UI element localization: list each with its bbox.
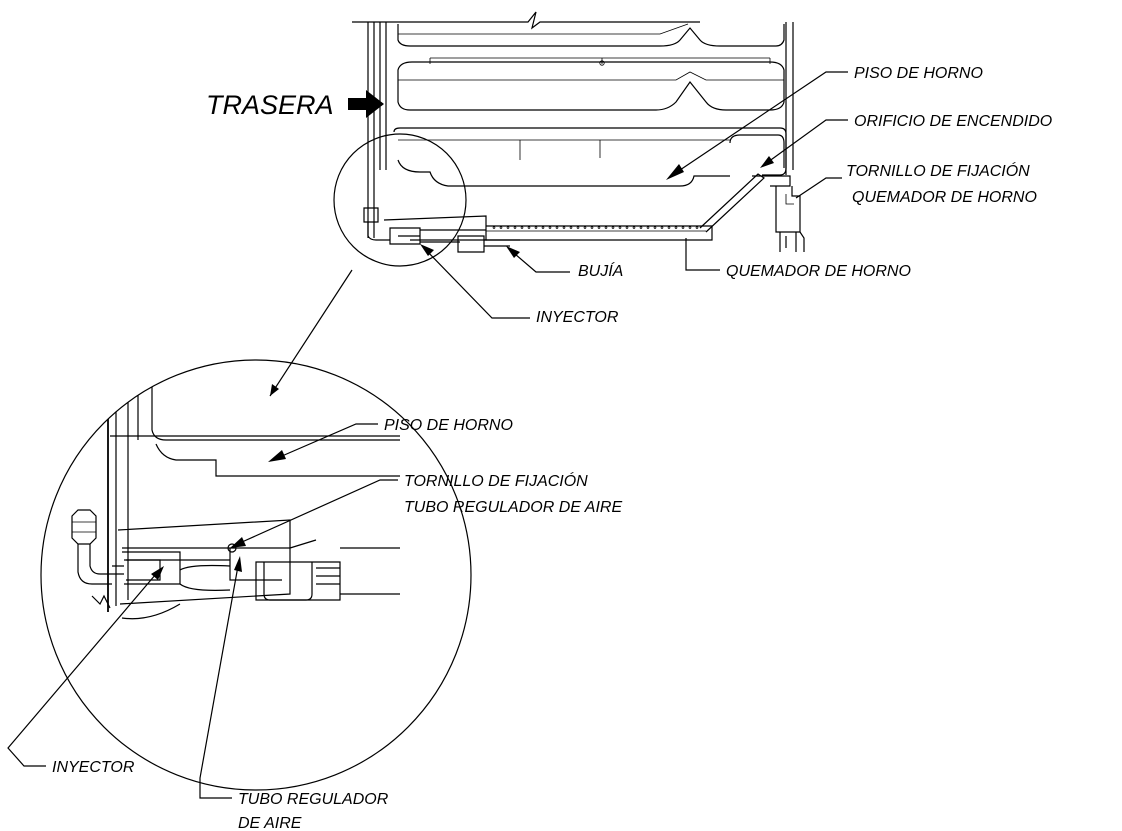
oven-cavity-top-view [352, 11, 805, 253]
top-view-callouts: PISO DE HORNO ORIFICIO DE ENCENDIDO TORN… [420, 65, 1052, 326]
detail-callout-circle [333, 133, 467, 267]
tornillo-tubo-label-line2: TUBO REGULADOR DE AIRE [404, 499, 622, 516]
trasera-label-group: TRASERA [206, 90, 384, 120]
burner-ports [492, 226, 699, 229]
tornillo-quemador-label-line1: TORNILLO DE FIJACIÓN [846, 161, 1030, 180]
tubo-regulador-label-line2: DE AIRE [238, 815, 302, 831]
tornillo-tubo-label-line1: TORNILLO DE FIJACIÓN [404, 471, 588, 490]
tornillo-quemador-label-line2: QUEMADOR DE HORNO [852, 189, 1037, 206]
trasera-arrow-icon [348, 90, 384, 118]
tubo-regulador-label-line1: TUBO REGULADOR [238, 791, 389, 808]
quemador-de-horno-label: QUEMADOR DE HORNO [726, 263, 911, 280]
detail-circle [40, 359, 472, 791]
piso-de-horno-detail-label: PISO DE HORNO [384, 417, 513, 434]
bujia-label: BUJÍA [578, 261, 623, 280]
inyector-detail-label: INYECTOR [52, 759, 135, 776]
detail-view-callouts: PISO DE HORNO TORNILLO DE FIJACIÓN TUBO … [7, 417, 622, 831]
inyector-top-label: INYECTOR [536, 309, 619, 326]
piso-de-horno-label: PISO DE HORNO [854, 65, 983, 82]
detail-view [40, 359, 472, 791]
trasera-label: TRASERA [206, 90, 334, 120]
orificio-de-encendido-label: ORIFICIO DE ENCENDIDO [854, 113, 1052, 130]
